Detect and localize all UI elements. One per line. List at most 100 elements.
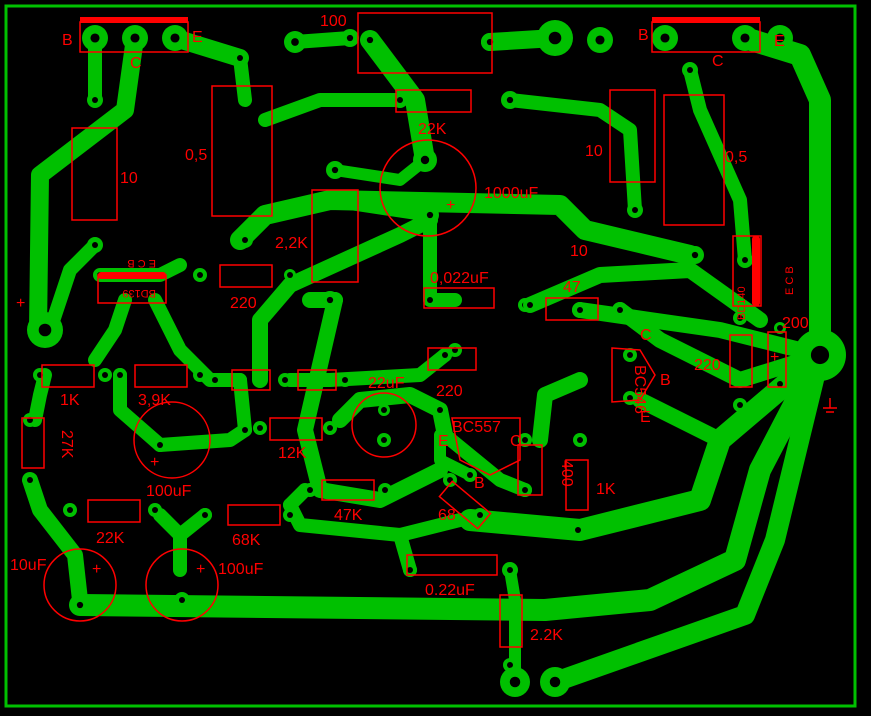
drill-hole [522,437,528,443]
label: E [438,433,449,450]
label: B [638,27,649,44]
drill-hole [38,323,52,337]
resistor-2-2k-bottom [499,594,523,648]
label: 22K [418,121,447,138]
resistor-1k-right [565,459,589,511]
bd140-label: BD140 [736,286,748,320]
drill-hole [575,527,581,533]
drill-hole [76,601,84,609]
drill-hole [92,242,98,248]
drill-hole [382,487,388,493]
drill-hole [527,302,533,308]
drill-hole [257,425,263,431]
resistor-10-right [609,89,656,183]
label: 27K [58,430,75,459]
label: 220 [436,383,463,400]
bd139-pins: E C B [127,257,156,269]
drill-hole [632,207,638,213]
resistor-3-9k [134,364,188,388]
drill-hole [237,55,243,61]
drill-hole [346,34,354,42]
drill-hole [627,395,633,401]
label: BC546 [631,365,648,414]
capacitor-1000uf [379,139,477,237]
label: + [196,561,205,578]
capacitor-22uf [351,392,417,458]
resistor-0-5-right [663,94,725,226]
resistor-27k [21,417,45,469]
capacitor-100uf-bottom [145,548,219,622]
label: + [150,454,159,471]
resistor-220-mid [427,347,477,371]
label: B [62,32,73,49]
resistor-100 [357,12,493,74]
label: 0.22uF [425,582,475,599]
drill-hole [467,472,473,478]
drill-hole [331,166,339,174]
drill-hole [407,567,413,573]
drill-hole [687,67,693,73]
label: 3,9K [138,392,171,409]
drill-hole [617,307,623,313]
label: 1K [596,481,616,498]
capacitor-200 [767,331,787,388]
diode-2 [297,369,337,391]
label: E [774,33,785,50]
label: 1K [60,392,80,409]
drill-hole [326,296,334,304]
label: + [16,295,25,312]
drill-hole [287,272,293,278]
label: 100uF [146,483,192,500]
drill-hole [577,437,583,443]
label: 10 [585,143,603,160]
drill-hole [742,257,748,263]
label: 220 [694,357,721,374]
bd140-pins: E C B [784,266,796,295]
diode-1 [231,369,271,391]
resistor-68k [227,504,281,526]
label: 1000uF [484,185,538,202]
bc546-outline [611,347,656,403]
board-outline [4,4,857,708]
drill-hole [307,487,313,493]
label: 47 [563,279,581,296]
drill-hole [242,237,248,243]
label: 68 [438,507,456,524]
pads [23,20,846,697]
label: 400 [558,460,575,487]
drill-hole [507,567,513,573]
drill-hole [381,407,387,413]
resistor-1k-left [41,364,95,388]
label: E [640,409,651,426]
label: 10 [570,243,588,260]
bd140-outline [732,235,762,307]
q-left-heatsink-tab [80,17,188,23]
drill-hole [282,377,288,383]
drill-hole [366,36,374,44]
drill-hole [507,662,513,668]
drill-hole [420,155,430,165]
silkscreen [21,12,837,648]
capacitor-0-022uf [423,287,495,309]
drill-hole [157,442,163,448]
drill-hole [777,381,783,387]
drill-hole [577,307,583,313]
capacitor-100uf-left [133,401,211,479]
label: + [446,197,455,214]
drill-hole [509,676,521,688]
drill-hole [27,477,33,483]
label: 12K [278,445,307,462]
ground-icon [823,398,837,413]
drill-hole [197,272,203,278]
label: 220 [230,295,257,312]
resistor-47k [321,479,375,501]
label: C [712,53,724,70]
bc557-outline [451,417,521,476]
drill-hole [426,211,434,219]
label: 47K [334,507,363,524]
label: 68K [232,532,261,549]
drill-hole [549,676,561,688]
label: 10 [120,170,138,187]
resistor-220-left [219,264,273,288]
